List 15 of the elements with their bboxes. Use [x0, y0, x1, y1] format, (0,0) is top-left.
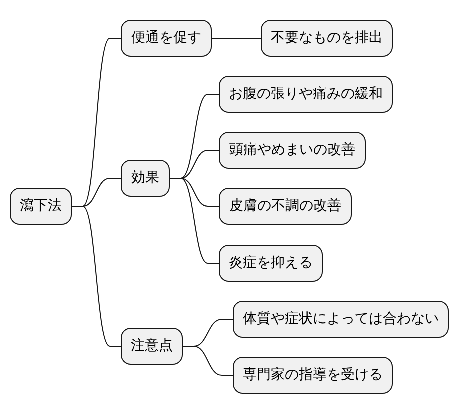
topic-box: お腹の張りや痛みの緩和 — [219, 76, 393, 113]
connector-line — [212, 38, 262, 39]
topic-box: 効果 — [121, 160, 170, 197]
root-topic-box: 瀉下法 — [10, 188, 72, 225]
topic-box: 不要なものを排出 — [261, 20, 393, 57]
topic-box: 炎症を抑える — [219, 245, 323, 282]
topic-box: 専門家の指導を受ける — [233, 357, 393, 394]
topic-box: 皮膚の不調の改善 — [219, 188, 352, 225]
topic-box: 体質や症状によっては合わない — [233, 301, 449, 338]
connector-line — [72, 206, 122, 347]
connector-line — [182, 346, 234, 376]
topic-box: 便通を促す — [121, 20, 212, 57]
topic-box: 注意点 — [121, 328, 183, 365]
topic-box: 頭痛やめまいの改善 — [219, 132, 366, 169]
connector-line — [170, 178, 220, 264]
